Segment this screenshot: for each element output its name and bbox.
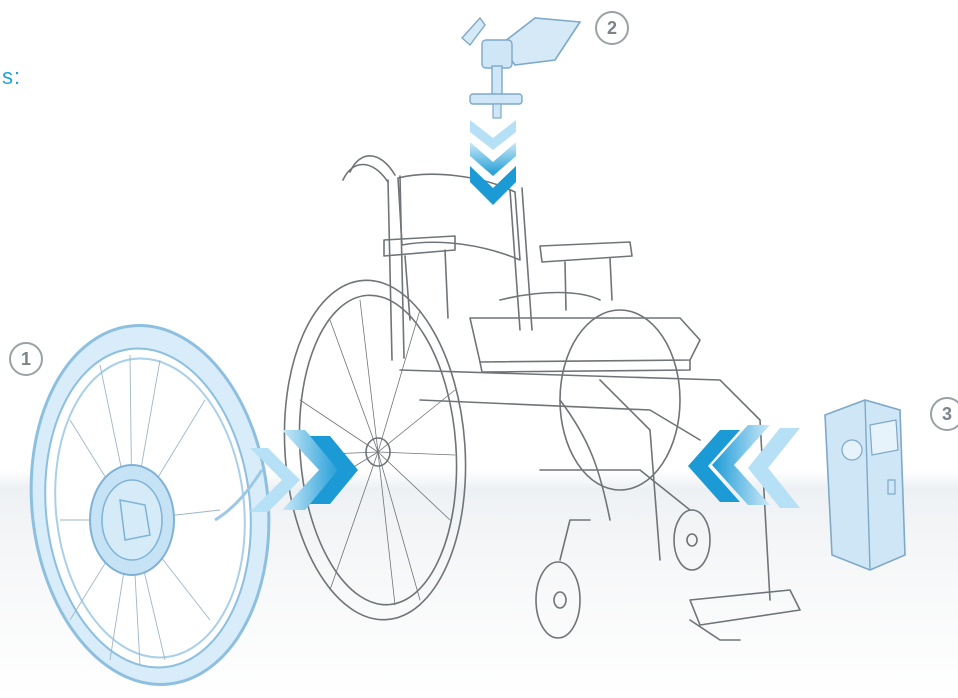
- arrow-left-icon: [688, 425, 800, 508]
- drive-wheel-icon: [14, 314, 286, 697]
- wheelchair-sketch: [273, 156, 800, 640]
- component-number-badge: 1: [9, 342, 43, 376]
- battery-pack-icon: [825, 400, 905, 570]
- component-number-badge: 2: [595, 11, 629, 45]
- component-number-badge: 3: [930, 397, 958, 431]
- arrow-right-icon: [250, 430, 358, 512]
- joystick-control-icon: [462, 18, 580, 118]
- arrow-down-icon: [470, 120, 516, 205]
